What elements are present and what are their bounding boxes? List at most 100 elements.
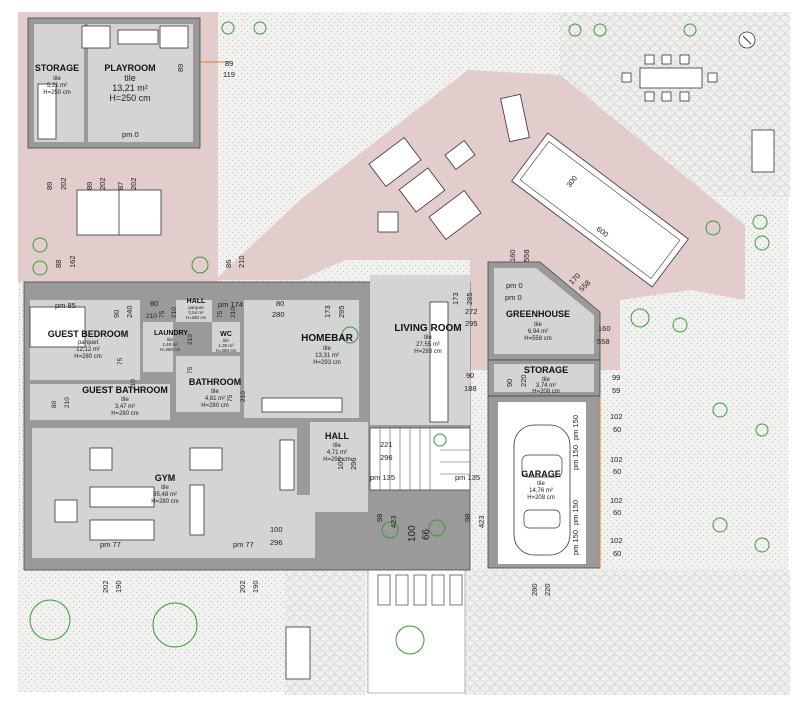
greenhouse-area: 6,94 m² (528, 329, 548, 335)
dim-v210d: 210 (230, 307, 237, 318)
playroom-area: 13,21 m² (112, 83, 148, 93)
gym-name: GYM (155, 473, 176, 483)
hall-small-area: 3,54 m² (188, 310, 204, 315)
garage-name: GARAGE (521, 469, 561, 479)
dim-v173a: 173 (323, 305, 332, 318)
hall-main-area: 4,71 m² (327, 450, 347, 456)
dim-89-top: 89 (225, 59, 233, 68)
dim-v210g: 210 (64, 397, 71, 408)
label-wc: WC tile 1,35 m² H=280 cm (216, 331, 237, 353)
dim-v210f: 210 (187, 334, 194, 345)
greenhouse-name: GREENHOUSE (506, 309, 570, 319)
living-room-room (370, 275, 470, 425)
gym-lower-right (297, 495, 315, 558)
gym-equipment (54, 439, 295, 541)
laundry-height: H=280 cm (160, 347, 181, 352)
playroom-name: PLAYROOM (104, 63, 155, 73)
dim-h99: 99 (612, 373, 620, 382)
dim-v295b: 295 (465, 292, 474, 305)
gym-level-right: pm 77 (233, 540, 254, 549)
hall-main-floor: tile (333, 443, 341, 449)
dim-v173b: 173 (451, 292, 460, 305)
hall-small-floor: parquet (188, 305, 204, 310)
hall-main-room (310, 422, 368, 512)
dim-b220: 220 (543, 583, 552, 596)
homebar-counter (261, 397, 343, 413)
dim-p89b: 89 (85, 182, 94, 190)
dim-b190a: 190 (114, 580, 123, 593)
dim-v100b: 100 (407, 525, 418, 542)
dim-g60c: 60 (613, 508, 621, 517)
dim-v210b: 210 (146, 313, 157, 320)
dim-h160: 160 (598, 324, 611, 333)
guest-bathroom-room (30, 384, 170, 420)
homebar-name: HOMEBAR (301, 333, 353, 344)
dim-119: 119 (223, 70, 235, 79)
dim-89-right: 89 (176, 64, 185, 72)
trees (29, 21, 770, 655)
playroom-height: H=250 cm (109, 93, 150, 103)
dim-v210h: 210 (240, 391, 247, 402)
guest-bathroom-height: H=280 cm (111, 411, 139, 417)
homebar-area: 13,31 m² (315, 353, 339, 359)
dim-b202a: 202 (101, 580, 110, 593)
laundry-room (143, 322, 173, 372)
garage-level-1: pm 150 (571, 415, 580, 440)
dim-v162: 162 (68, 255, 77, 268)
storage-shelf (37, 83, 57, 140)
guest-bedroom-height: H=280 cm (74, 354, 102, 360)
guest-bathroom-name: GUEST BATHROOM (82, 385, 168, 395)
dim-g102c: 102 (610, 496, 623, 505)
homebar-floor: tile (323, 346, 331, 352)
guest-bedroom-level: pm 85 (55, 301, 76, 310)
dim-v210a: 210 (237, 255, 246, 268)
guest-bathroom-floor: tile (121, 397, 129, 403)
dim-h100: 100 (270, 525, 283, 534)
garage-height: H=208 cm (527, 495, 555, 501)
garage-level-3: pm 150 (571, 500, 580, 525)
hall-level-right: pm 135 (455, 473, 480, 482)
playroom-cabinet-2 (159, 25, 189, 49)
label-homebar: HOMEBAR tile 13,31 m² H=293 cm (301, 333, 353, 366)
label-guest-bathroom: GUEST BATHROOM tile 3,47 m² H=280 cm (82, 385, 168, 417)
dim-v558: 558 (522, 249, 531, 262)
hall-main-name: HALL (325, 431, 349, 441)
storage-right-room (494, 364, 594, 392)
playroom-floor: tile (124, 73, 136, 83)
dim-h80: 80 (276, 299, 284, 308)
dim-p202b: 202 (98, 177, 107, 190)
parking-slabs (377, 574, 463, 606)
guest-bedroom-name: GUEST BEDROOM (48, 329, 129, 339)
garage-levels: pm 150 pm 150 pm 150 pm 150 (571, 415, 580, 555)
wc-area: 1,35 m² (218, 343, 234, 348)
dim-h221: 221 (380, 440, 393, 449)
laundry-area: 2,48 m² (162, 342, 178, 347)
dim-h296: 296 (380, 453, 393, 462)
dim-g60d: 60 (613, 549, 621, 558)
dimensions: 89 119 89 89 202 89 202 87 202 88 162 86… (45, 59, 623, 596)
gym-area: 35,48 m² (153, 492, 177, 498)
dim-v220: 220 (519, 374, 528, 387)
guest-bedroom-floor: parquet (78, 340, 99, 346)
storage-right-area: 3,74 m² (536, 383, 556, 389)
paving-bottom (465, 570, 790, 695)
dim-p202c: 202 (129, 177, 138, 190)
dim-h188: 188 (464, 384, 477, 393)
dim-b202b: 202 (238, 580, 247, 593)
label-hall-main: HALL tile 4,71 m² H=292 cm pm 135 pm 135 (323, 431, 480, 482)
dim-g60a: 60 (613, 425, 621, 434)
storage-top-floor: tile (53, 76, 61, 82)
dim-h90: 90 (466, 371, 474, 380)
dim-v75a: 75 (159, 310, 166, 318)
storage-top-name: STORAGE (35, 63, 79, 73)
guest-bathroom-area: 3,47 m² (115, 404, 135, 410)
garage-area: 14,76 m² (529, 488, 553, 494)
hall-small-room (176, 300, 212, 322)
storage-right-floor: tile (542, 377, 550, 383)
storage-right-height: H=208 cm (532, 389, 560, 395)
garage-level-2: pm 150 (571, 445, 580, 470)
dim-v75c: 75 (117, 357, 124, 365)
label-guest-bedroom: GUEST BEDROOM parquet 12,12 m² H=280 cm … (48, 301, 129, 360)
greenhouse-floor: tile (534, 322, 542, 328)
